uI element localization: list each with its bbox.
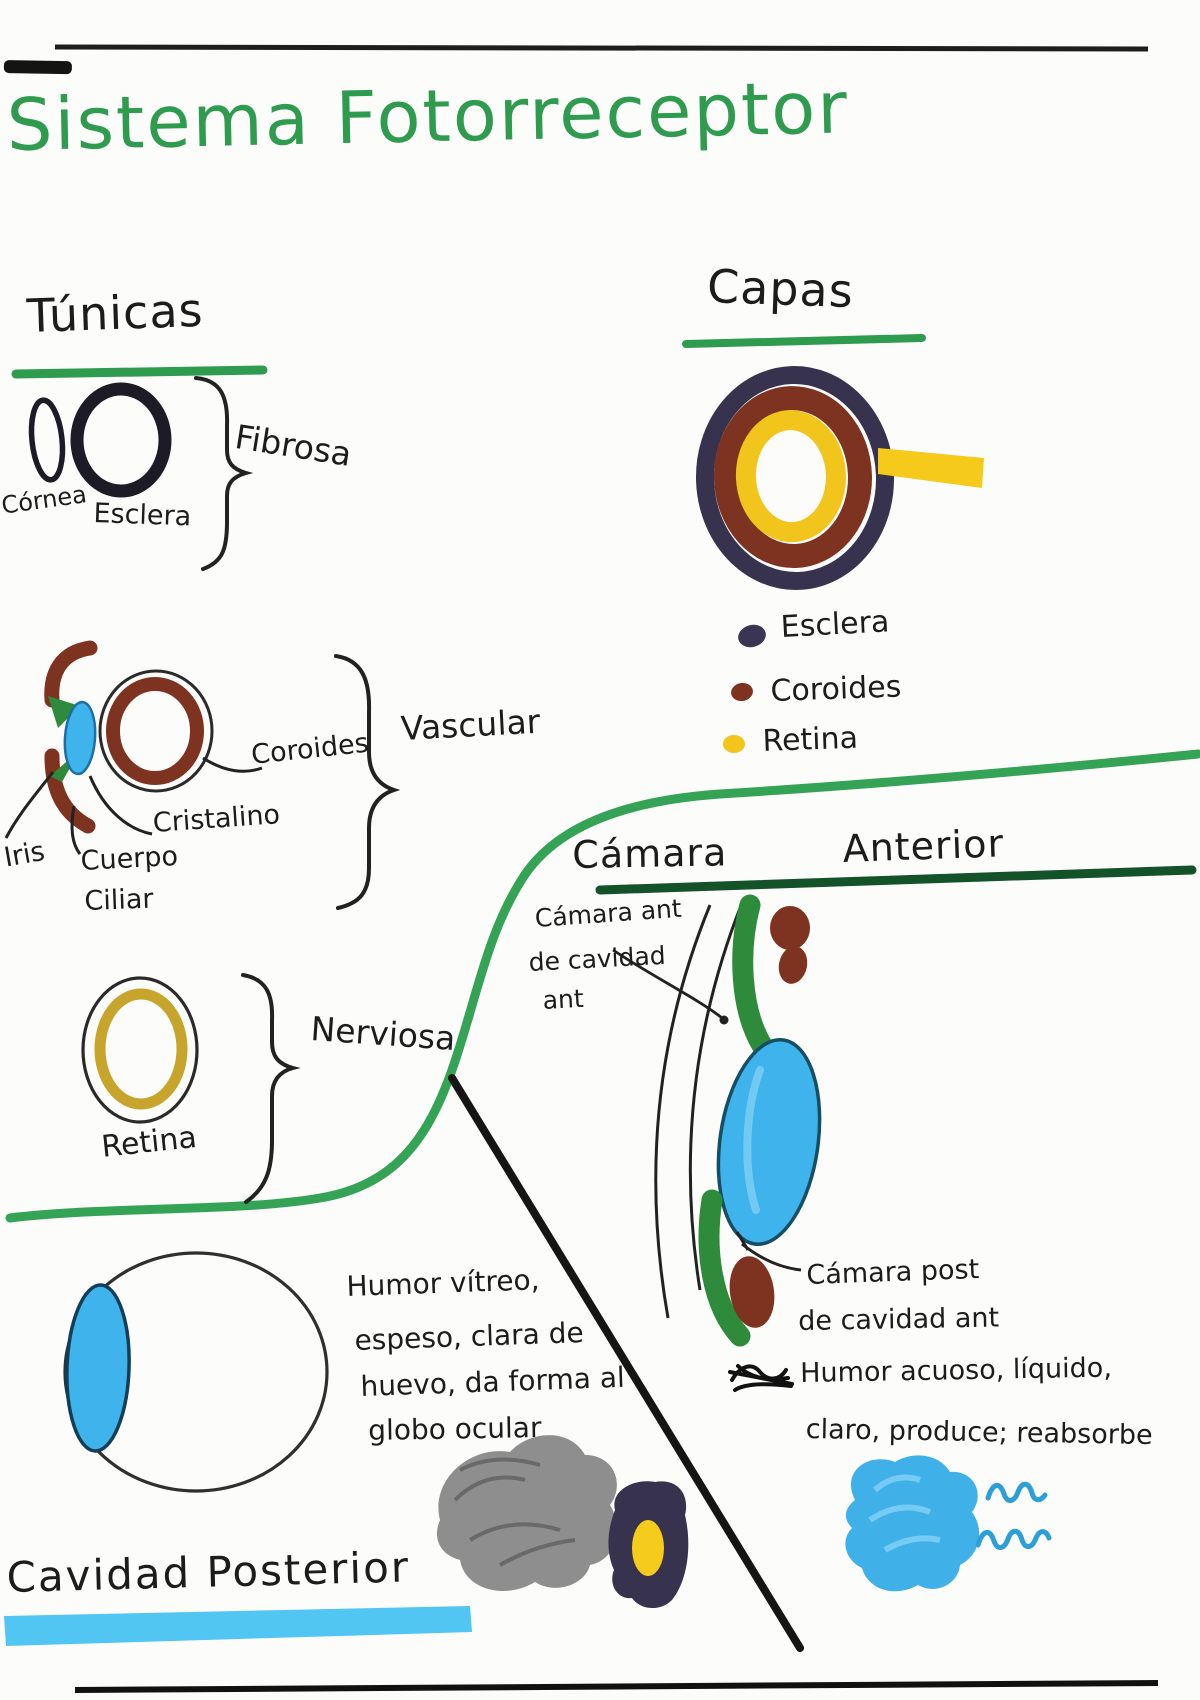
cristalino-pointer-line [88,775,153,836]
iris-lower-arc [44,748,96,834]
capas-underline [682,334,926,348]
legend-label-coroides: Coroides [769,669,902,709]
tunicas-underline [11,365,268,379]
camara-post-note-line1: Cámara post [805,1253,980,1291]
iris-label: Iris [1,835,48,874]
fibrosa-brace [194,376,254,571]
capas-coroides-ring [713,386,872,569]
humor-vitreo-line4: globo ocular [367,1410,542,1447]
eye-wall-blob [608,1481,689,1609]
nerviosa-outer-outline [81,976,199,1124]
coroides-ring [106,677,204,785]
iris-upper-arc [44,640,98,708]
water-wave-squiggles [975,1481,1052,1550]
camara-post-note-line2: de cavidad ant [797,1302,1000,1337]
legend-label-esclera: Esclera [779,604,891,645]
optic-nerve-stick [878,448,984,488]
vascular-brace [334,654,401,910]
camara-ant-pointer-line [612,948,723,1020]
cavidad-posterior-diagram [63,1251,329,1493]
vascular-outer-outline [98,669,214,793]
top-rule-line [54,44,1149,52]
tunicas-heading: Túnicas [25,282,205,343]
lens-highlight [743,1066,764,1214]
camara-anterior-diagram [612,894,822,1347]
cornea-arc-inner [688,902,744,1291]
vascular-diagram [4,640,401,910]
eye-wall-blob-yellow-center [632,1520,664,1576]
cristalino-lens [63,700,97,776]
nerviosa-brace [241,973,301,1204]
lens-bottom-left [65,1283,131,1453]
ciliary-body-upper-wedge [48,696,80,728]
cavidad-posterior-heading: Cavidad Posterior [5,1542,411,1602]
iris-strip-upper [732,894,774,1058]
humor-vitreo-line2: espeso, clara de [353,1316,585,1357]
cornea-oval [28,397,66,483]
vitreous-gray-blob [436,1435,618,1591]
coroides-pointer-line [202,756,263,773]
humor-acuoso-line2: claro, produce; reabsorbe [805,1414,1153,1452]
esclera-label: Esclera [92,498,192,533]
camara-anterior-heading-word2: Anterior [841,821,1005,871]
nerviosa-diagram [81,973,301,1204]
iris-strip-lower [698,1189,751,1347]
lens-large [716,1038,822,1246]
scribbled-out-word [728,1364,794,1392]
eyeball-outline [63,1251,329,1493]
iris-pointer-line [4,771,55,839]
camara-ant-pointer-dot [719,1015,729,1025]
ciliary-blob-upper [770,906,810,950]
camara-ant-note-line3: ant [541,983,585,1015]
capas-diagram [695,366,895,590]
camara-post-pointer-line [741,1242,802,1272]
cornea-arc-outer [654,904,712,1319]
ciliary-blob-lower [729,1256,775,1328]
capas-retina-ring [735,410,846,543]
vascular-group-label: Vascular [399,701,542,748]
fibrosa-diagram [28,376,254,571]
capas-heading: Capas [706,259,855,319]
aqueous-humor-blob [845,1455,980,1592]
humor-vitreo-line1: Humor vítreo, [345,1263,541,1303]
bottom-rule-line [74,1680,1159,1693]
ciliary-blob-upper-tail [778,946,808,984]
green-divider-curve [5,749,1200,1223]
page-title: Sistema Fotorreceptor [5,65,850,167]
top-left-marker-dash [3,60,72,75]
legend-dot-esclera [738,624,766,648]
camara-anterior-heading-word1: Cámara [571,830,728,877]
cuerpo-ciliar-pointer-line [70,805,82,855]
legend-dot-retina [723,735,745,753]
retina-ring [94,988,188,1110]
legend-dot-coroides [731,682,753,702]
humor-acuoso-line1: Humor acuoso, líquido, [799,1352,1113,1389]
cavidad-posterior-highlight [4,1606,472,1646]
esclera-ring [70,382,172,498]
cuerpo-ciliar-label-line1: Cuerpo [79,840,179,877]
cuerpo-ciliar-label-line2: Ciliar [83,883,154,917]
camara-anterior-underline [595,865,1197,895]
black-diagonal-divider [448,1074,804,1652]
legend-label-retina: Retina [761,720,859,759]
